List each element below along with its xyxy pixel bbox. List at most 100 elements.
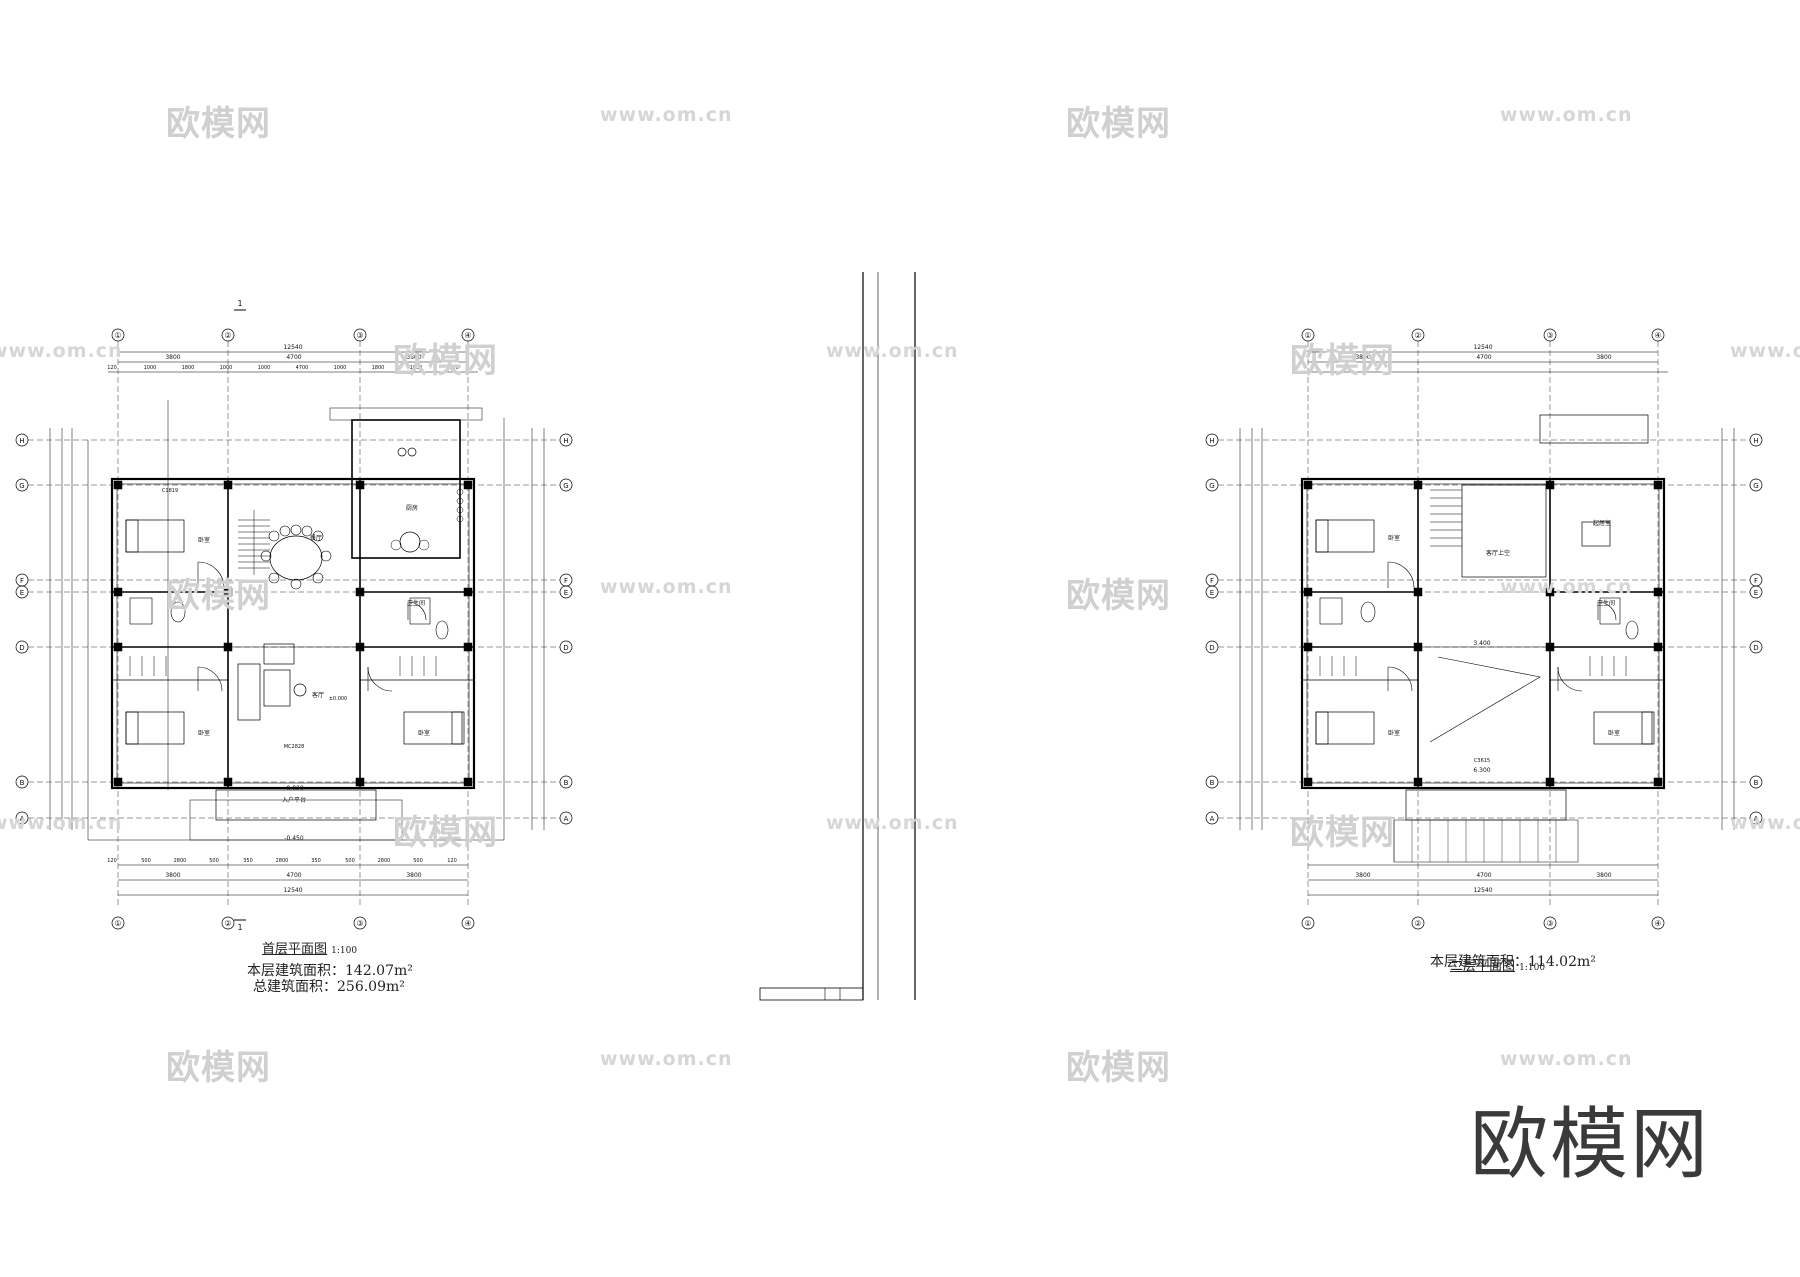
toilet: [435, 620, 449, 640]
dining-chair: [320, 550, 332, 562]
dining-chair: [301, 525, 313, 537]
structural-column: [1413, 642, 1423, 652]
room-label-living: 客厅: [312, 691, 324, 699]
bed-headboard: [451, 711, 465, 745]
watermark-brand: 欧模网: [1290, 813, 1395, 853]
watermark-brand: 欧模网: [1290, 341, 1395, 381]
watermark-url: www.om.cn: [600, 1048, 733, 1070]
structural-column: [1653, 587, 1663, 597]
axis-label-right: A: [564, 815, 569, 823]
axis-bubble-bottom: [1543, 916, 1557, 930]
watermark-url: www.om.cn: [1730, 340, 1800, 362]
axis-dimension: 3800: [406, 872, 421, 879]
axis-label-left: F: [1210, 577, 1214, 585]
dining-chair: [312, 530, 324, 542]
room-label-bedroom: 卧室: [1388, 534, 1400, 542]
dining-chair: [290, 578, 302, 590]
watermark-url: www.om.cn: [1500, 1048, 1633, 1070]
axis-dimension: 3800: [1596, 872, 1611, 879]
overall-dimension: 12540: [283, 344, 302, 351]
sub-dimension: 2800: [174, 858, 187, 864]
axis-label-right: G: [1753, 482, 1758, 490]
structural-column: [113, 777, 123, 787]
bed-headboard: [1315, 519, 1329, 553]
kitchen-chair: [390, 539, 402, 551]
structural-column: [463, 587, 473, 597]
bath-tub: [129, 597, 153, 625]
sink-icon: [407, 447, 417, 457]
toilet: [1360, 601, 1376, 623]
sub-dimension: 4700: [296, 365, 309, 371]
structural-column: [1303, 587, 1313, 597]
axis-bubble-bottom: [461, 916, 475, 930]
structural-column: [223, 642, 233, 652]
void-diagonal: [1429, 656, 1541, 743]
brand-logo-text: 欧模网: [1470, 1100, 1711, 1190]
axis-dimension: 4700: [1476, 872, 1491, 879]
structural-column: [1653, 642, 1663, 652]
watermark-brand: 欧模网: [393, 813, 498, 853]
axis-label-top: ④: [464, 331, 471, 340]
roof-eave: [329, 407, 483, 421]
axis-label-left: F: [20, 577, 24, 585]
dining-chair: [279, 525, 291, 537]
coffee-table: [263, 669, 291, 707]
structural-column: [223, 480, 233, 490]
structural-column: [1413, 480, 1423, 490]
stove-burner-icon: [456, 506, 464, 514]
door-swing: [1387, 666, 1413, 692]
axis-label-left: A: [1210, 815, 1215, 823]
structural-column: [113, 642, 123, 652]
dining-chair: [268, 572, 280, 584]
axis-label-left: B: [1210, 779, 1215, 787]
axis-label-right: B: [564, 779, 569, 787]
sub-dimension: 120: [449, 365, 459, 371]
axis-label-top: ①: [114, 331, 121, 340]
sub-dimension: 2800: [378, 858, 391, 864]
watermark-brand: 欧模网: [1066, 104, 1171, 144]
watermark-brand: 欧模网: [1066, 1048, 1171, 1088]
ground-floor-area-2: 总建筑面积：256.09m²: [253, 979, 405, 995]
living-room-table: [1581, 521, 1611, 547]
overall-dimension: 12540: [1473, 344, 1492, 351]
watermark-brand: 欧模网: [166, 1048, 271, 1088]
axis-label-right: F: [1754, 577, 1758, 585]
axis-label-top: ③: [1546, 331, 1553, 340]
dining-chair: [268, 530, 280, 542]
structural-column: [1303, 642, 1313, 652]
rear-terrace: [1539, 414, 1649, 444]
entry-platform: [215, 789, 377, 821]
sub-dimension: 1000: [334, 365, 347, 371]
structural-column: [463, 777, 473, 787]
room-label-bedroom: 卧室: [198, 729, 210, 737]
axis-label-right: H: [563, 437, 568, 445]
elevation-floor: ±0.000: [329, 696, 348, 702]
axis-label-top: ①: [1304, 331, 1311, 340]
axis-label-left: H: [1209, 437, 1214, 445]
door-swing: [1387, 561, 1415, 589]
stove-burner-icon: [456, 488, 464, 496]
sub-dimension: 120: [447, 858, 457, 864]
armchair: [293, 683, 307, 697]
shower: [1599, 597, 1621, 625]
door-swing: [407, 601, 427, 621]
axis-bubble-bottom: [1651, 916, 1665, 930]
structural-column: [113, 587, 123, 597]
structural-column: [355, 480, 365, 490]
bed-headboard: [125, 519, 139, 553]
room-label-bathroom: 卫生间: [1597, 599, 1615, 607]
room-label-living: 起居室: [1593, 519, 1611, 527]
axis-label-right: D: [563, 644, 568, 652]
elevation-floor: 3.400: [1473, 640, 1490, 647]
axis-label-top: ②: [1414, 331, 1421, 340]
sofa-left: [237, 663, 261, 721]
axis-label-bottom: ④: [464, 919, 471, 928]
axis-dimension: 3800: [165, 354, 180, 361]
sub-dimension: 1000: [410, 365, 423, 371]
axis-label-left: D: [19, 644, 24, 652]
second-floor-title-text: 二层平面图: [1450, 959, 1516, 974]
door-swing: [1557, 666, 1583, 692]
second-floor-title: 二层平面图 1:100: [1450, 955, 1545, 974]
